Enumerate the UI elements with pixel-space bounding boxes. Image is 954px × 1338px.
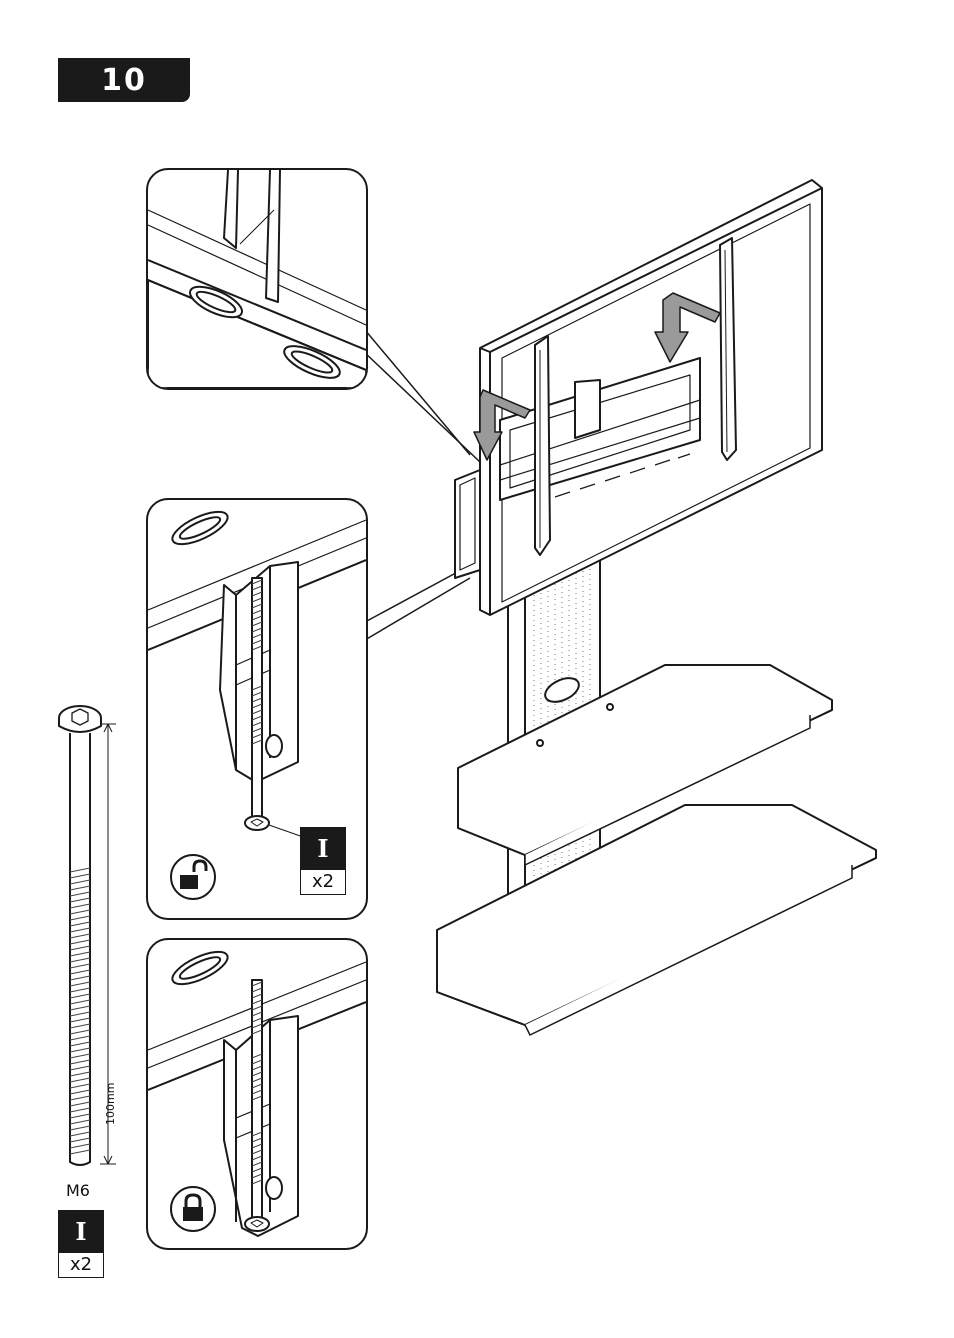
screw-length-label: 100mm [104, 1083, 117, 1125]
locked-padlock-icon [170, 1186, 216, 1232]
detail-panel-locked [146, 938, 368, 1250]
part-letter: I [301, 828, 345, 870]
detail-panel-hook [146, 168, 368, 390]
screw-part-tag: I x2 [58, 1210, 104, 1278]
part-quantity: x2 [301, 870, 345, 894]
screw-part-quantity: x2 [59, 1253, 103, 1277]
screw-size-label: M6 [66, 1181, 90, 1200]
screw-part-letter: I [59, 1211, 103, 1253]
unlocked-padlock-icon [170, 854, 216, 900]
part-tag: I x2 [300, 827, 346, 895]
detail-panel-unlocked: I x2 [146, 498, 368, 920]
